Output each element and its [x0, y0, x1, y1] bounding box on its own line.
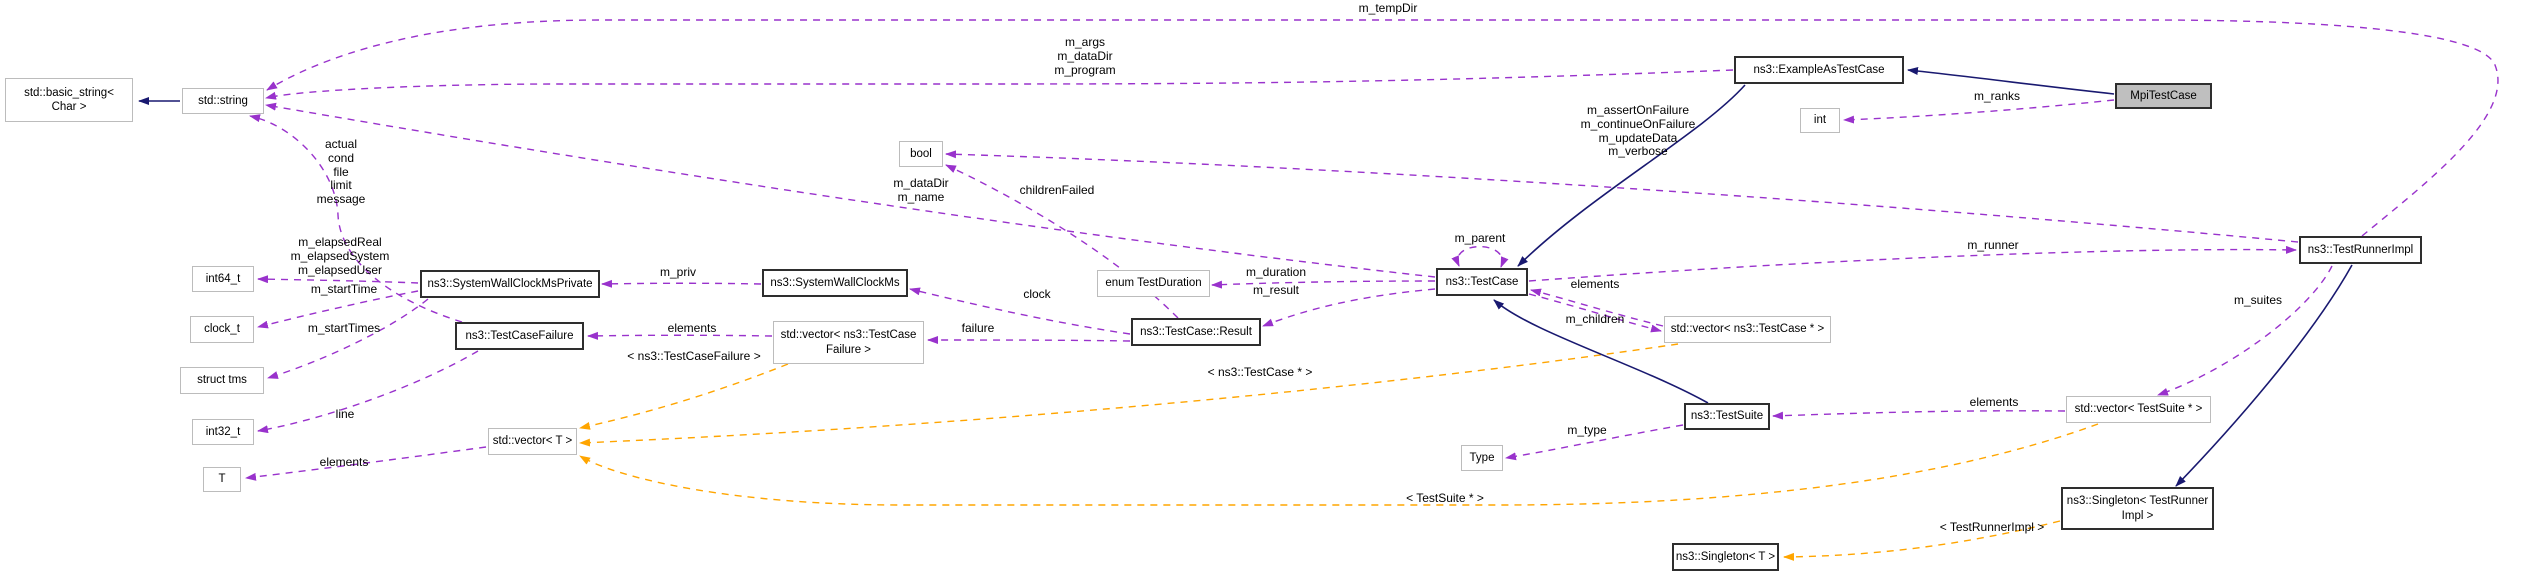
node-int32-t: int32_t [192, 419, 254, 445]
node-test-suite[interactable]: ns3::TestSuite [1684, 403, 1770, 430]
edge-m-type [1505, 424, 1684, 461]
node-std-vector-t: std::vector< T > [488, 428, 577, 455]
node-std-vector-test-case-ptr: std::vector< ns3::TestCase * > [1664, 316, 1831, 343]
node-struct-tms: struct tms [180, 367, 264, 394]
edge-assert-continue-update-verbose [945, 150, 2299, 243]
inherit-mpi-example [1907, 67, 2115, 95]
edge-label-elements-testsuite: elements [1969, 395, 2019, 409]
edge-label-tmpl-testrunnerimpl: < TestRunnerImpl > [1939, 520, 2045, 534]
edge-m-datadir-m-name [265, 102, 1436, 278]
node-system-wall-clock-ms-private[interactable]: ns3::SystemWallClockMsPrivate [420, 270, 600, 298]
edge-label-m-tempdir: m_tempDir [1358, 1, 1418, 15]
edge-m-ranks [1843, 99, 2115, 124]
edge-m-children [1528, 293, 1662, 333]
node-test-runner-impl[interactable]: ns3::TestRunnerImpl [2299, 236, 2422, 264]
edge-line [257, 350, 479, 434]
edge-m-suites [2157, 265, 2333, 396]
edge-label-failure: failure [961, 321, 995, 335]
node-test-case[interactable]: ns3::TestCase [1436, 268, 1528, 296]
edge-label-m-result: m_result [1252, 283, 1300, 297]
edge-m-priv [601, 279, 762, 288]
inherit-example-testcase [1517, 84, 1746, 267]
edge-m-starttime [257, 290, 419, 329]
tmpl-edge-testrunnerimpl [1783, 520, 2061, 561]
node-example-as-test-case[interactable]: ns3::ExampleAsTestCase [1734, 56, 1904, 84]
edge-label-m-starttime: m_startTime [310, 282, 378, 296]
edge-label-m-duration: m_duration [1245, 265, 1307, 279]
edge-label-m-type: m_type [1567, 423, 1607, 437]
edge-elements-testcase [1530, 288, 1664, 327]
edge-label-m-suites: m_suites [2233, 293, 2283, 307]
node-test-case-result[interactable]: ns3::TestCase::Result [1131, 318, 1261, 346]
member-edges [245, 19, 2499, 481]
edge-label-actual-cond-file-limit-message: actual cond file limit message [316, 137, 366, 207]
edge-clock [909, 287, 1131, 335]
inheritance-edges [138, 67, 2353, 487]
edge-label-m-datadir-m-name: m_dataDir m_name [893, 176, 949, 204]
edge-label-tmpl-testcasefailure: < ns3::TestCaseFailure > [627, 349, 761, 363]
edge-m-starttimes [267, 298, 429, 379]
edge-label-tmpl-testcase-ptr: < ns3::TestCase * > [1207, 365, 1313, 379]
edge-actual-cond-file-limit-message [249, 114, 463, 323]
edge-label-assert-continue-update-verbose: m_assertOnFailure m_continueOnFailure m_… [1580, 103, 1696, 159]
template-edges [579, 343, 2099, 561]
node-enum-test-duration: enum TestDuration [1097, 270, 1210, 297]
edge-elements-testsuite [1772, 410, 2066, 420]
edge-m-args-m-datadir-m-program [265, 69, 1734, 100]
edge-failure [927, 336, 1131, 345]
node-int: int [1800, 108, 1840, 133]
edge-label-clock: clock [1023, 287, 1051, 301]
inherit-suite-testcase [1493, 299, 1709, 404]
edge-label-line: line [335, 407, 355, 421]
tmpl-edge-testcasefailure [579, 363, 789, 430]
edge-m-runner [1528, 245, 2297, 282]
node-bool: bool [899, 141, 943, 167]
edge-label-m-ranks: m_ranks [1973, 89, 2021, 103]
node-singleton-t[interactable]: ns3::Singleton< T > [1672, 543, 1779, 571]
node-mpi-test-case: MpiTestCase [2115, 83, 2212, 109]
edge-elements-t [245, 446, 487, 481]
edge-label-childrenfailed: childrenFailed [1019, 183, 1095, 197]
edge-m-tempdir [266, 19, 2499, 237]
tmpl-edge-testsuite-ptr [579, 423, 2099, 506]
edge-label-tmpl-testsuite-ptr: < TestSuite * > [1406, 491, 1484, 505]
edge-m-duration [1211, 280, 1436, 289]
edge-label-m-children: m_children [1565, 312, 1625, 326]
edge-label-elements-testcase: elements [1570, 277, 1620, 291]
edge-label-m-parent: m_parent [1454, 231, 1506, 245]
node-int64-t: int64_t [192, 266, 254, 292]
node-test-case-failure[interactable]: ns3::TestCaseFailure [455, 322, 584, 350]
node-std-string: std::string [182, 88, 264, 114]
node-clock-t: clock_t [190, 316, 254, 343]
node-std-basic-string: std::basic_string< Char > [5, 78, 133, 122]
node-singleton-test-runner-impl[interactable]: ns3::Singleton< TestRunner Impl > [2061, 487, 2214, 530]
edge-m-result [1262, 288, 1436, 327]
node-system-wall-clock-ms[interactable]: ns3::SystemWallClockMs [762, 269, 908, 297]
edge-elements-testcasefailure [587, 331, 773, 340]
edge-m-elapsed [257, 275, 419, 284]
edge-label-m-args-m-datadir-m-program: m_args m_dataDir m_program [1054, 35, 1116, 77]
node-std-vector-test-suite-ptr: std::vector< TestSuite * > [2066, 396, 2211, 423]
edge-childrenfailed [945, 164, 1179, 319]
node-std-vector-test-case-failure: std::vector< ns3::TestCase Failure > [773, 321, 924, 364]
edge-label-m-elapsed: m_elapsedReal m_elapsedSystem m_elapsedU… [290, 235, 390, 277]
edge-label-elements-t: elements [319, 455, 369, 469]
edge-label-m-runner: m_runner [1967, 238, 2019, 252]
node-type: Type [1461, 445, 1503, 471]
edge-label-m-priv: m_priv [659, 265, 697, 279]
inherit-runner-singleton [2175, 264, 2353, 487]
edge-label-elements-testcasefailure: elements [667, 321, 717, 335]
node-template-t: T [203, 467, 241, 492]
edge-m-parent-loop [1451, 245, 1509, 268]
edge-label-m-starttimes: m_startTimes [307, 321, 381, 335]
tmpl-edge-testcase-ptr [579, 343, 1679, 447]
